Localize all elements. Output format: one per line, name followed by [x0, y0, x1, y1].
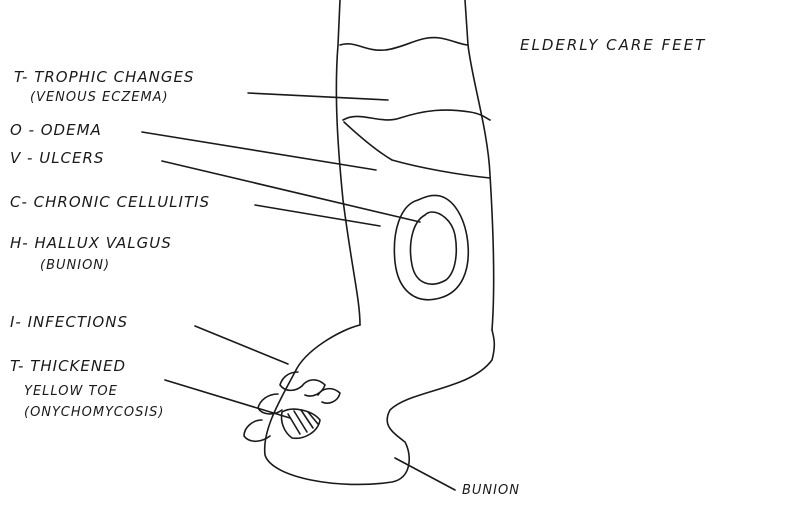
- leader-trophic: [248, 93, 388, 100]
- foot-outline: [265, 325, 495, 484]
- label-hallux-bunion: (BUNION): [40, 259, 110, 272]
- odema-band: [344, 122, 490, 178]
- label-ulcers: V - ULCERS: [10, 151, 104, 166]
- toe-5: [244, 420, 270, 441]
- label-hallux-valgus: H- HALLUX VALGUS: [10, 236, 172, 251]
- toe-1: [280, 372, 302, 390]
- leader-thickened: [165, 380, 290, 418]
- label-trophic-changes: T- TROPHIC CHANGES: [14, 70, 194, 85]
- trophic-band-bottom: [343, 110, 490, 120]
- label-onychomycosis: (ONYCHOMYCOSIS): [24, 406, 164, 419]
- leader-ulcers: [162, 161, 420, 222]
- nail-hatch-2: [294, 411, 307, 432]
- ulcer-inner: [411, 212, 457, 284]
- leader-bunion: [395, 458, 455, 490]
- toe-3: [318, 389, 340, 403]
- label-venous-eczema: (VENOUS ECZEMA): [30, 91, 169, 104]
- label-bunion: BUNION: [462, 484, 520, 497]
- label-odema: O - ODEMA: [10, 123, 102, 138]
- leg-left-outline: [336, 0, 360, 325]
- label-infections: I- INFECTIONS: [10, 315, 128, 330]
- diagram-title: ELDERLY CARE FEET: [520, 38, 706, 53]
- trophic-band-top: [340, 38, 468, 51]
- label-chronic-cellulitis: C- CHRONIC CELLULITIS: [10, 195, 210, 210]
- leg-right-outline: [465, 0, 494, 330]
- label-yellow-toe: YELLOW TOE: [24, 385, 118, 398]
- toe-2: [302, 380, 325, 396]
- leader-infections: [195, 326, 288, 364]
- label-thickened: T- THICKENED: [10, 359, 126, 374]
